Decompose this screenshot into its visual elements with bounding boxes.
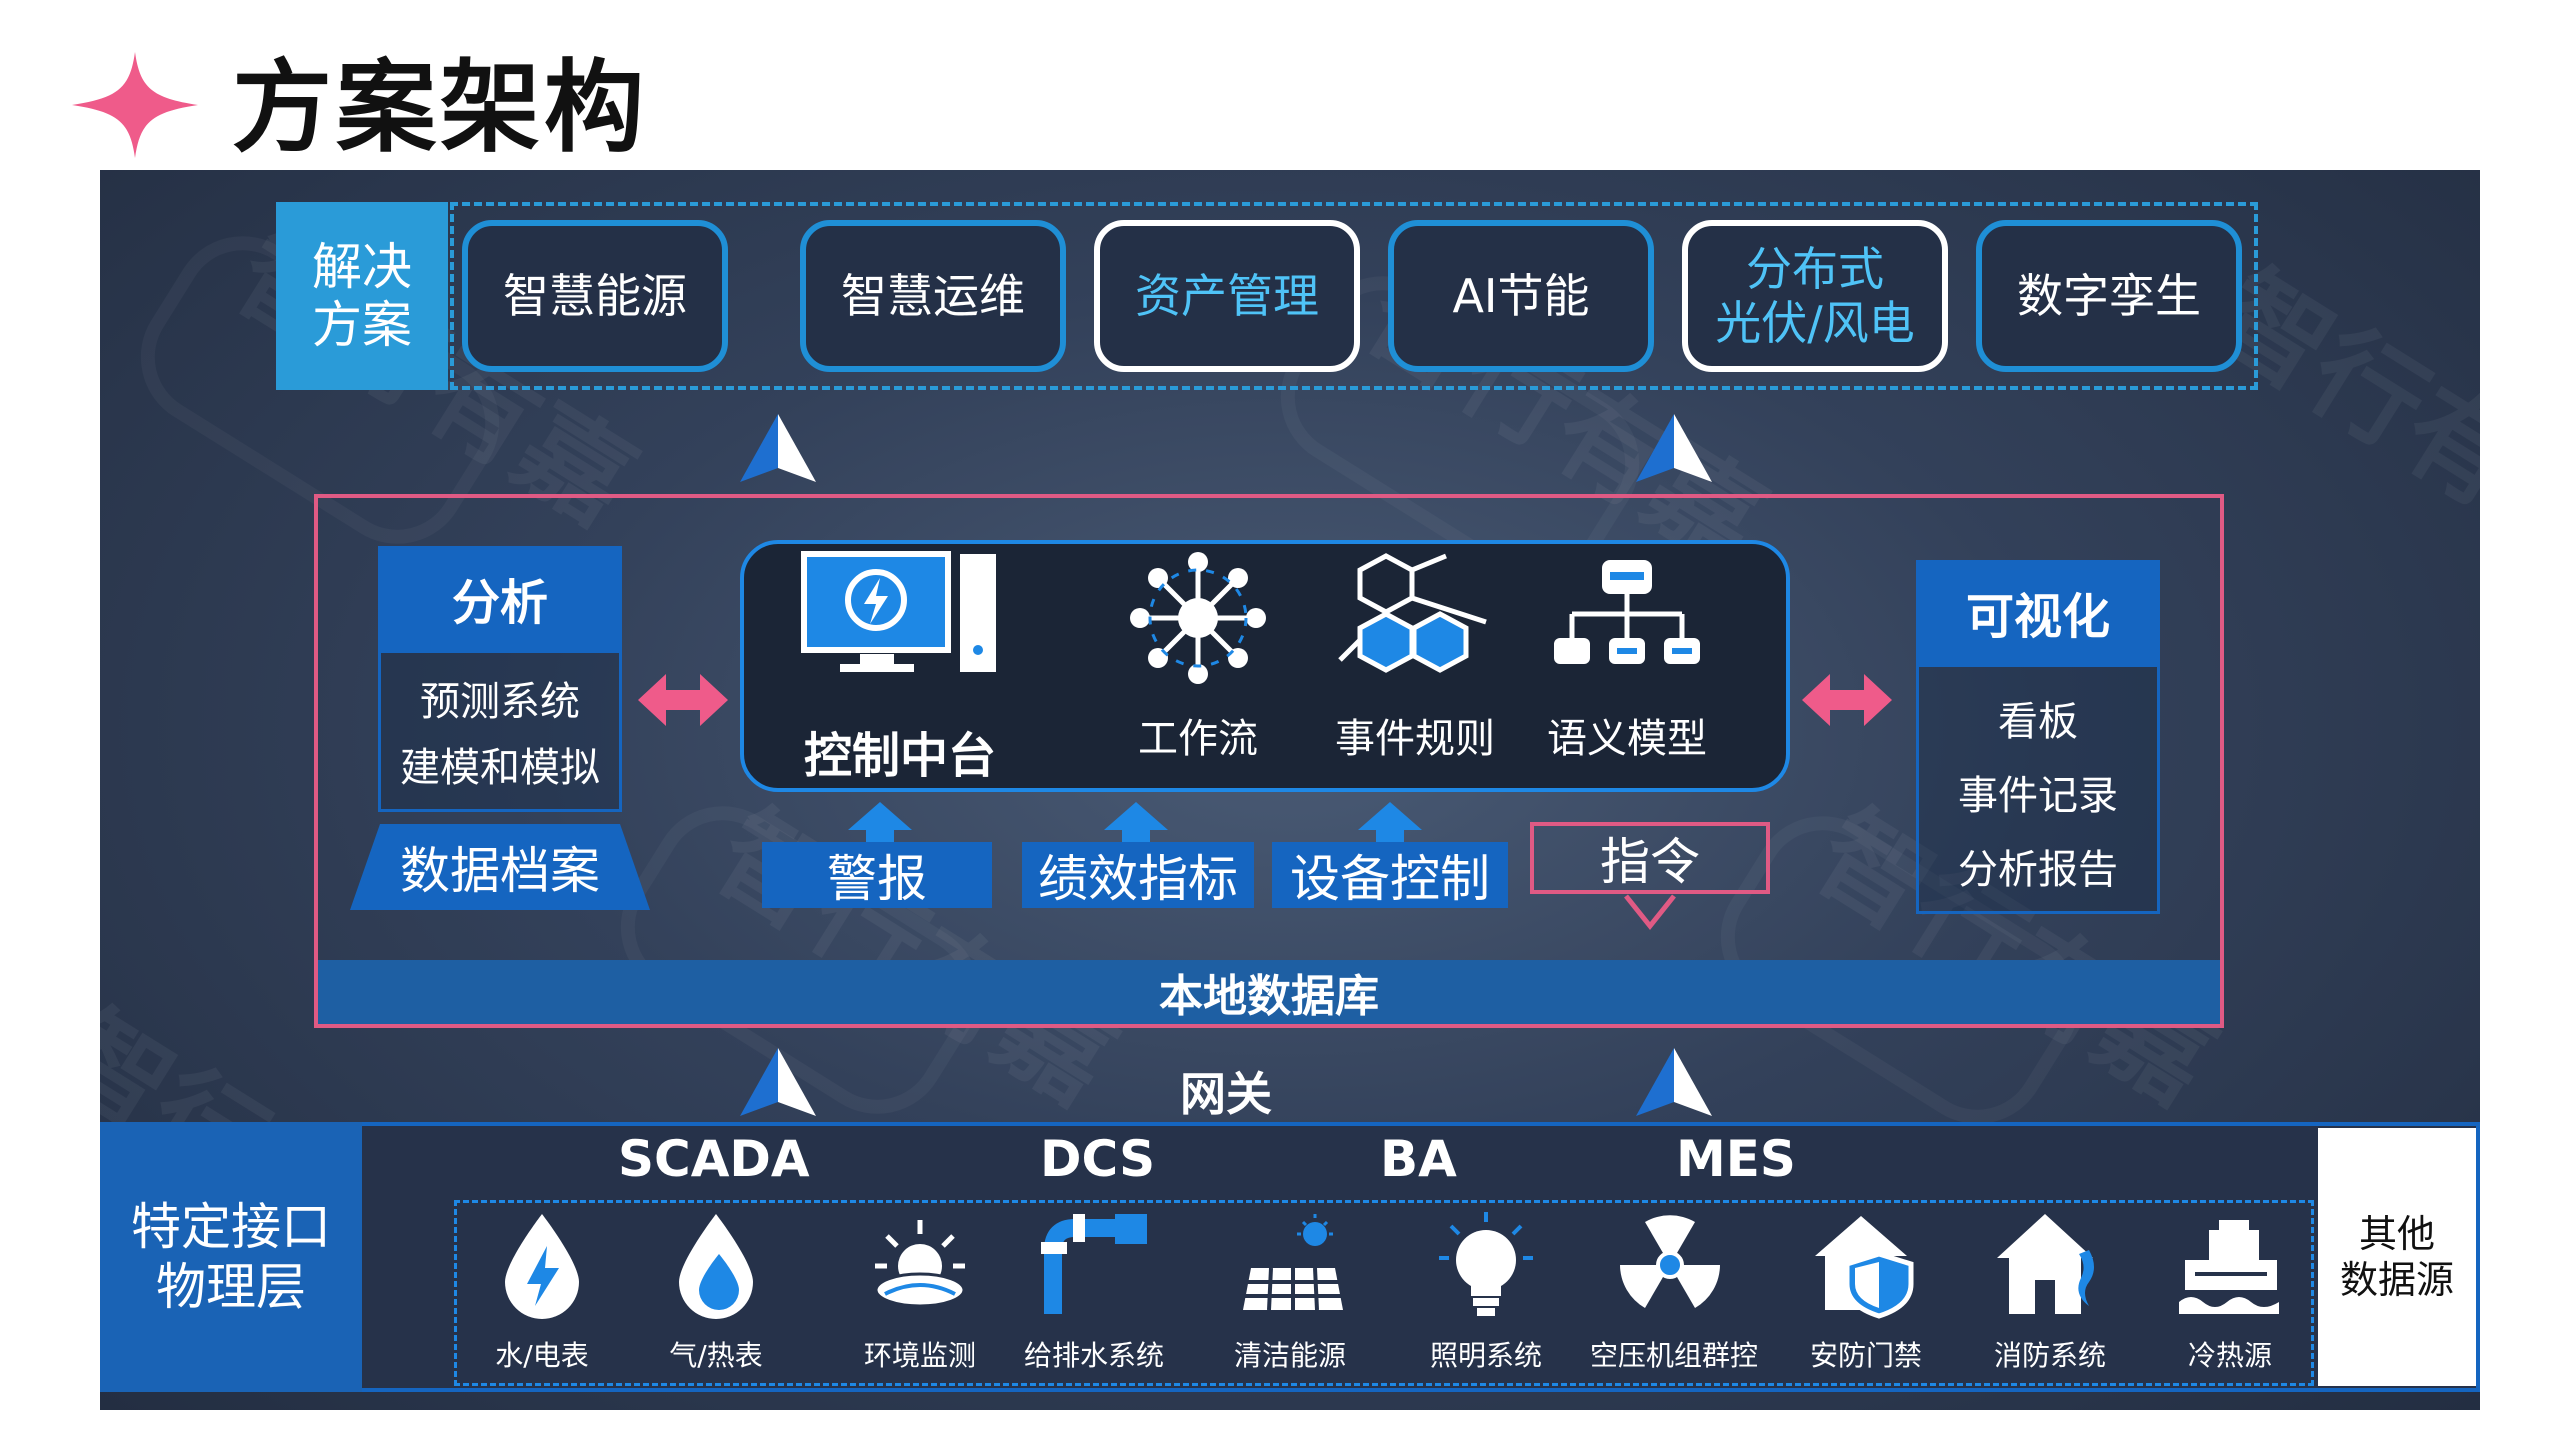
analysis-item-modeling[interactable]: 建模和模拟 xyxy=(400,745,600,791)
device-air-compressor-control[interactable]: 空压机组群控 xyxy=(1590,1210,1758,1374)
visual-item-event-log[interactable]: 事件记录 xyxy=(1958,773,2118,819)
protocol-mes: MES xyxy=(1676,1130,1796,1188)
device-security-access[interactable]: 安防门禁 xyxy=(1786,1210,1946,1374)
up-arrow-icon xyxy=(1636,414,1712,482)
double-arrow-icon xyxy=(638,674,728,726)
module-label-workflow: 工作流 xyxy=(1138,716,1258,762)
device-water-electric-meter[interactable]: 水/电表 xyxy=(462,1210,622,1374)
analysis-header: 分析 xyxy=(378,546,622,650)
semantic-model-icon xyxy=(1554,560,1700,664)
double-arrow-icon xyxy=(1802,674,1892,726)
page-title: 方案架构 xyxy=(232,49,648,166)
up-arrow-icon xyxy=(740,1048,816,1116)
solution-distributed-pv-wind[interactable]: 分布式 光伏/风电 xyxy=(1682,220,1948,372)
up-arrow-icon xyxy=(848,802,912,846)
visualization-header: 可视化 xyxy=(1916,560,2160,664)
module-label-event-rules: 事件规则 xyxy=(1335,716,1495,762)
device-lighting-system[interactable]: 照明系统 xyxy=(1406,1210,1566,1374)
up-arrow-icon xyxy=(740,414,816,482)
device-cooling-heating-source[interactable]: 冷热源 xyxy=(2150,1210,2310,1374)
light-bulb-icon xyxy=(1439,1212,1533,1316)
workflow-icon xyxy=(1130,552,1266,684)
solution-asset-management[interactable]: 资产管理 xyxy=(1094,220,1360,372)
computer-icon xyxy=(801,551,996,672)
device-clean-energy[interactable]: 清洁能源 xyxy=(1210,1210,1370,1374)
device-control-button[interactable]: 设备控制 xyxy=(1272,842,1508,908)
solution-digital-twin[interactable]: 数字孪生 xyxy=(1976,220,2242,372)
up-arrow-icon xyxy=(1636,1048,1712,1116)
visual-item-dashboard[interactable]: 看板 xyxy=(1998,699,2078,745)
alarm-button[interactable]: 警报 xyxy=(762,842,992,908)
protocol-dcs: DCS xyxy=(1040,1130,1156,1188)
pipe-icon xyxy=(1041,1214,1147,1314)
hexagon-rules-icon xyxy=(1338,553,1487,673)
device-gas-heat-meter[interactable]: 气/热表 xyxy=(636,1210,796,1374)
device-water-supply-drainage[interactable]: 给排水系统 xyxy=(1014,1210,1174,1374)
device-fire-protection[interactable]: 消防系统 xyxy=(1970,1210,2130,1374)
analysis-list: 预测系统 建模和模拟 xyxy=(378,650,622,812)
physical-layer-label: 特定接口 物理层 xyxy=(100,1122,362,1392)
analysis-item-forecast[interactable]: 预测系统 xyxy=(420,679,580,725)
visualization-list: 看板 事件记录 分析报告 xyxy=(1916,664,2160,914)
control-platform-title: 控制中台 xyxy=(803,728,996,784)
solution-smart-ops[interactable]: 智慧运维 xyxy=(800,220,1066,372)
platform-frame xyxy=(314,494,2224,1028)
solution-smart-energy[interactable]: 智慧能源 xyxy=(462,220,728,372)
chiller-icon xyxy=(2179,1220,2279,1314)
house-shield-icon xyxy=(1815,1216,1914,1319)
protocol-scada: SCADA xyxy=(618,1130,810,1188)
other-data-sources[interactable]: 其他 数据源 xyxy=(2318,1128,2476,1386)
up-arrow-icon xyxy=(1104,802,1168,846)
solution-ai-energy-saving[interactable]: AI节能 xyxy=(1388,220,1654,372)
solutions-container xyxy=(450,202,2258,390)
down-arrow-icon xyxy=(1624,894,1676,931)
radiation-fan-icon xyxy=(1620,1215,1720,1308)
devices-container xyxy=(454,1200,2314,1386)
visual-item-analysis-report[interactable]: 分析报告 xyxy=(1958,847,2118,893)
water-drop-icon xyxy=(679,1214,753,1319)
weather-cloud-icon xyxy=(874,1220,966,1308)
performance-kpi-button[interactable]: 绩效指标 xyxy=(1022,842,1254,908)
pink-star-icon xyxy=(72,52,198,158)
gateway-label: 网关 xyxy=(1180,1067,1272,1121)
solutions-label: 解决 方案 xyxy=(276,202,448,390)
command-button[interactable]: 指令 xyxy=(1530,822,1770,894)
local-database-bar: 本地数据库 xyxy=(318,960,2220,1024)
up-arrow-icon xyxy=(1358,802,1422,846)
water-drop-bolt-icon xyxy=(505,1214,579,1319)
solar-panel-icon xyxy=(1243,1214,1343,1311)
module-label-semantic-model: 语义模型 xyxy=(1547,716,1707,762)
device-environment-monitor[interactable]: 环境监测 xyxy=(840,1210,1000,1374)
house-fire-icon xyxy=(1997,1214,2094,1314)
protocol-ba: BA xyxy=(1380,1130,1457,1188)
data-archive[interactable]: 数据档案 xyxy=(350,824,650,910)
